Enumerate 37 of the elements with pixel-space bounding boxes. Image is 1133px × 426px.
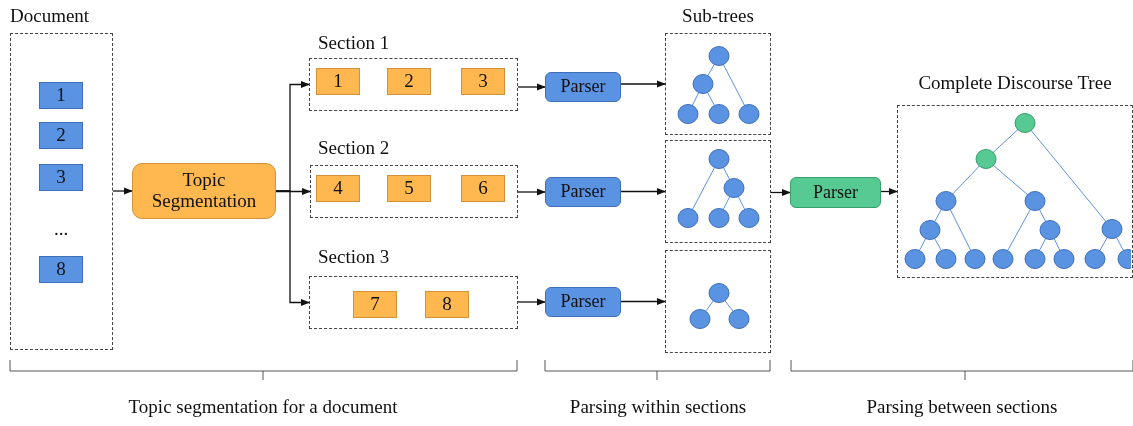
arrow <box>880 187 898 196</box>
stage-caption: Parsing within sections <box>569 396 747 418</box>
sentence-block: 8 <box>425 291 469 318</box>
arrow <box>620 297 666 306</box>
group-title: Section 2 <box>318 136 390 160</box>
sentence-block: 6 <box>461 175 505 202</box>
sentence-block: 4 <box>316 175 360 202</box>
sentence-block: 7 <box>353 291 397 318</box>
sentence-block: 2 <box>387 68 431 95</box>
group-title: Sub-trees <box>681 4 755 28</box>
arrow <box>517 83 546 91</box>
parser-box: Parser <box>790 177 881 208</box>
sentence-block: 5 <box>387 175 431 202</box>
process-box: Topic Segmentation <box>132 163 276 219</box>
arrow <box>517 298 546 306</box>
stage-caption: Parsing between sections <box>866 396 1058 418</box>
group-title: Section 1 <box>318 31 390 55</box>
arrow <box>620 80 666 88</box>
group-title: Section 3 <box>318 245 390 269</box>
arrow <box>770 188 791 197</box>
arrow <box>620 187 666 196</box>
sentence-block: 2 <box>39 122 83 149</box>
ellipsis-text: ... <box>53 218 69 240</box>
stage-caption: Topic segmentation for a document <box>128 396 398 418</box>
sentence-block: 1 <box>39 82 83 109</box>
arrow <box>112 187 133 195</box>
arrow <box>275 190 310 307</box>
sentence-block: 3 <box>461 68 505 95</box>
sentence-block: 1 <box>316 68 360 95</box>
arrow <box>517 188 546 196</box>
parser-box: Parser <box>545 177 621 207</box>
group-title: Complete Discourse Tree <box>917 71 1113 95</box>
parser-box: Parser <box>545 72 621 102</box>
sentence-block: 8 <box>39 256 83 283</box>
parser-box: Parser <box>545 287 621 317</box>
group-title: Document <box>10 4 90 28</box>
sentence-block: 3 <box>39 164 83 191</box>
